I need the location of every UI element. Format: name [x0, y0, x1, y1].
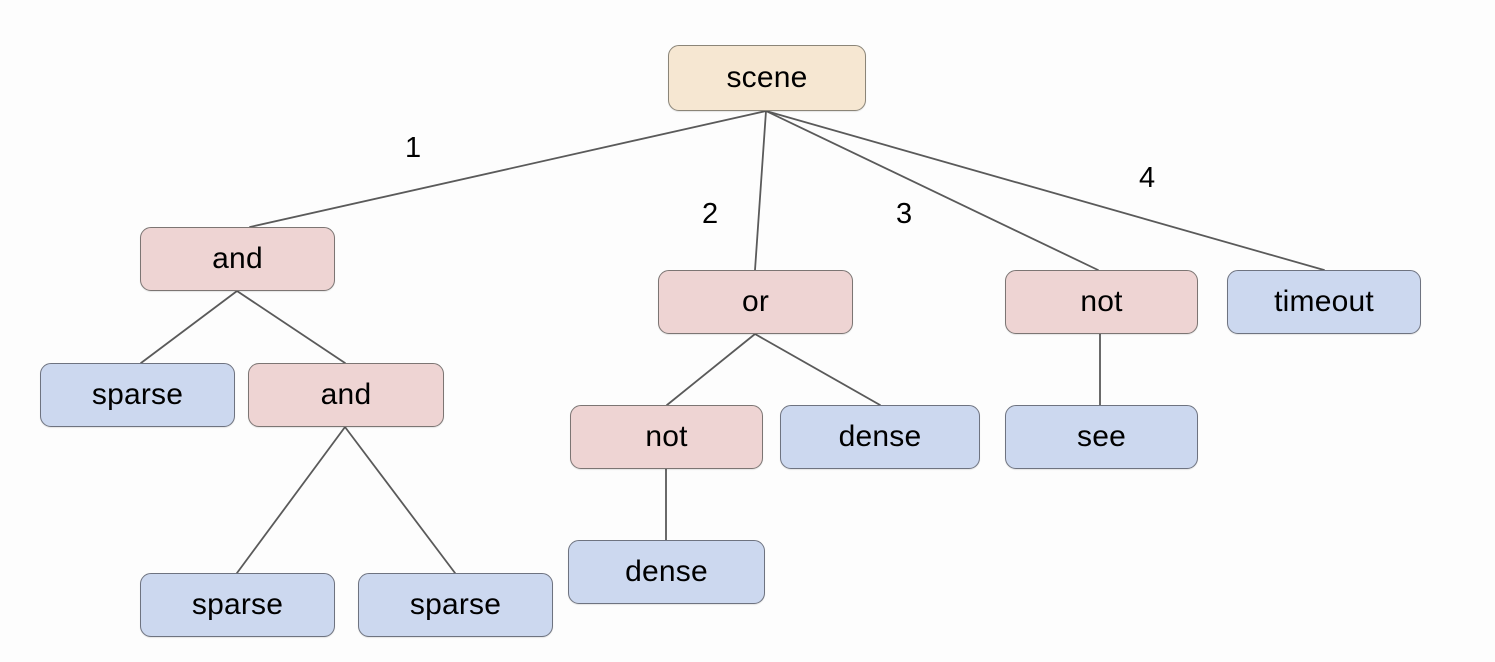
- tree-node-sparse1[interactable]: sparse: [40, 363, 235, 427]
- tree-node-label: or: [741, 285, 770, 318]
- tree-edge-or1-to-not2: [666, 333, 756, 406]
- tree-edge-and2-to-sparse3: [344, 426, 456, 574]
- tree-node-label: dense: [838, 420, 922, 453]
- edge-label-1: 1: [405, 132, 422, 164]
- tree-node-not1[interactable]: not: [1005, 270, 1198, 334]
- edge-label-3: 3: [896, 198, 913, 230]
- tree-node-label: sparse: [91, 378, 184, 411]
- tree-node-label: see: [1077, 420, 1126, 453]
- tree-node-label: not: [645, 420, 688, 453]
- tree-node-sparse3[interactable]: sparse: [358, 573, 553, 637]
- tree-edge-scene-to-and1: [249, 110, 767, 228]
- tree-node-label: and: [320, 378, 372, 411]
- tree-node-label: scene: [726, 61, 808, 94]
- tree-node-sparse2[interactable]: sparse: [140, 573, 335, 637]
- tree-edge-and2-to-sparse2: [236, 426, 346, 574]
- tree-edge-scene-to-timeout1: [765, 110, 1325, 271]
- tree-node-or1[interactable]: or: [658, 270, 853, 334]
- tree-node-dense1[interactable]: dense: [780, 405, 980, 469]
- tree-edge-and1-to-sparse1: [140, 290, 238, 364]
- tree-node-scene[interactable]: scene: [668, 45, 866, 111]
- tree-node-label: sparse: [409, 588, 502, 621]
- tree-node-dense2[interactable]: dense: [568, 540, 765, 604]
- edge-label-2: 2: [702, 198, 719, 230]
- tree-node-label: sparse: [191, 588, 284, 621]
- tree-edge-or1-to-dense1: [754, 333, 881, 406]
- tree-node-label: not: [1080, 285, 1123, 318]
- tree-node-label: timeout: [1274, 285, 1374, 318]
- tree-node-label: dense: [625, 555, 708, 588]
- tree-edge-and1-to-and2: [236, 290, 346, 364]
- tree-node-timeout1[interactable]: timeout: [1227, 270, 1421, 334]
- tree-node-and1[interactable]: and: [140, 227, 335, 291]
- tree-edge-scene-to-or1: [754, 110, 767, 271]
- tree-node-and2[interactable]: and: [248, 363, 444, 427]
- edge-label-4: 4: [1139, 162, 1156, 194]
- tree-node-see1[interactable]: see: [1005, 405, 1198, 469]
- tree-node-not2[interactable]: not: [570, 405, 763, 469]
- tree-edge-scene-to-not1: [765, 110, 1099, 271]
- tree-node-label: and: [212, 242, 263, 275]
